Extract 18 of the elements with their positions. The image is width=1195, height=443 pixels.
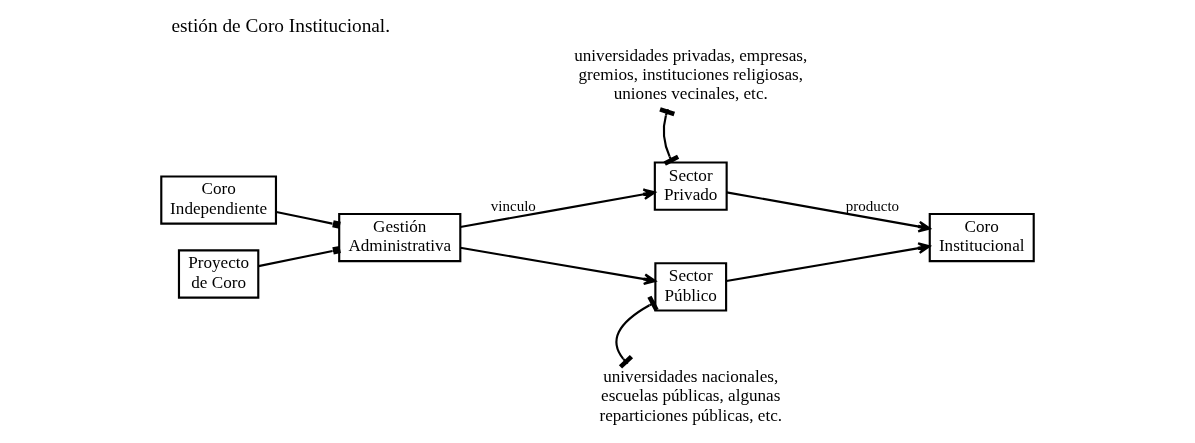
- node-box: Proyecto de Coro: [177, 249, 260, 299]
- node-box: Gestión Administrativa: [338, 212, 462, 263]
- node-box: Sector Público: [654, 262, 728, 312]
- connector: [615, 295, 659, 369]
- connector: [659, 107, 680, 166]
- diagram-title: estión de Coro Institucional.: [171, 15, 391, 37]
- edge-label: producto: [845, 198, 900, 214]
- arrow: [726, 242, 931, 283]
- arrow: [460, 188, 656, 229]
- node-text: universidades privadas, empresas, gremios, instituciones religiosas, uniones vecinales, etc.: [574, 45, 808, 104]
- node-box: Coro Independiente: [160, 175, 278, 225]
- node-box: Coro Institucional: [928, 212, 1035, 263]
- connector: [258, 245, 341, 268]
- node-box: Sector Privado: [653, 161, 728, 211]
- arrow: [460, 246, 657, 285]
- node-text: universidades nacionales, escuelas públicas, algunas reparticiones públicas, etc.: [599, 367, 783, 425]
- arrow: [726, 191, 931, 233]
- edge-label: vinculo: [490, 198, 536, 214]
